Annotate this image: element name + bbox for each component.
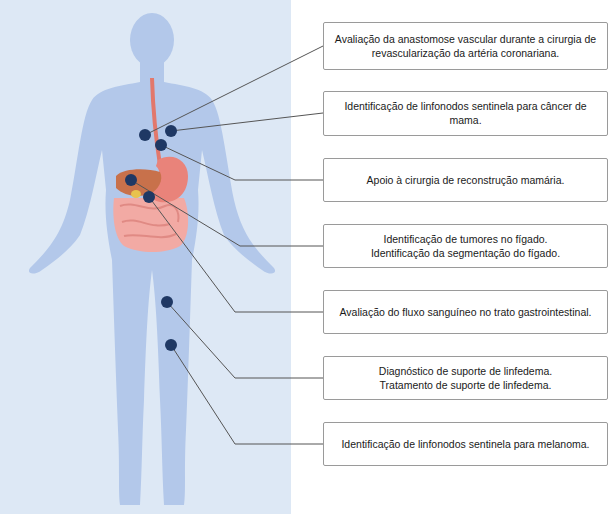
box-text: Apoio à cirurgia de reconstrução mamária… [367, 173, 565, 187]
info-box: Identificação de linfonodos sentinela pa… [323, 422, 608, 466]
info-box: Apoio à cirurgia de reconstrução mamária… [323, 158, 608, 202]
gallbladder [131, 190, 141, 198]
info-box: Identificação de linfonodos sentinela pa… [323, 91, 608, 136]
marker-dot [125, 174, 137, 186]
marker-dot [161, 296, 173, 308]
marker-dot [143, 191, 155, 203]
leader-line [149, 197, 323, 312]
leader-line [161, 145, 323, 180]
box-text: Identificação da segmentação do fígado. [371, 246, 560, 260]
leader-lines [131, 46, 323, 444]
info-box: Avaliação do fluxo sanguíneo no trato ga… [323, 290, 608, 334]
marker-dot [139, 129, 151, 141]
info-box: Avaliação da anastomose vascular durante… [323, 22, 608, 70]
box-text: Identificação de tumores no fígado. [383, 232, 547, 246]
leader-line [171, 345, 323, 444]
info-box: Identificação de tumores no fígado.Ident… [323, 224, 608, 268]
background-panel [0, 0, 291, 514]
box-text: Tratamento de suporte de linfedema. [380, 378, 552, 392]
leader-line [167, 302, 323, 378]
intestines [113, 198, 188, 252]
head [130, 13, 174, 67]
leader-line [145, 46, 323, 135]
intestine-folds [120, 204, 178, 237]
leader-line [131, 180, 323, 246]
marker-dot [165, 125, 177, 137]
esophagus [152, 78, 160, 165]
box-text: Identificação de linfonodos sentinela pa… [341, 437, 589, 451]
marker-dot [155, 139, 167, 151]
box-text: Avaliação do fluxo sanguíneo no trato ga… [340, 305, 592, 319]
info-box: Diagnóstico de suporte de linfedema.Trat… [323, 356, 608, 400]
leader-line [171, 113, 323, 131]
box-text: Identificação de linfonodos sentinela pa… [334, 99, 597, 127]
box-text: Avaliação da anastomose vascular durante… [334, 32, 597, 60]
marker-dots [125, 125, 177, 351]
box-text: Diagnóstico de suporte de linfedema. [379, 364, 552, 378]
marker-dot [165, 339, 177, 351]
body-silhouette [29, 62, 275, 505]
